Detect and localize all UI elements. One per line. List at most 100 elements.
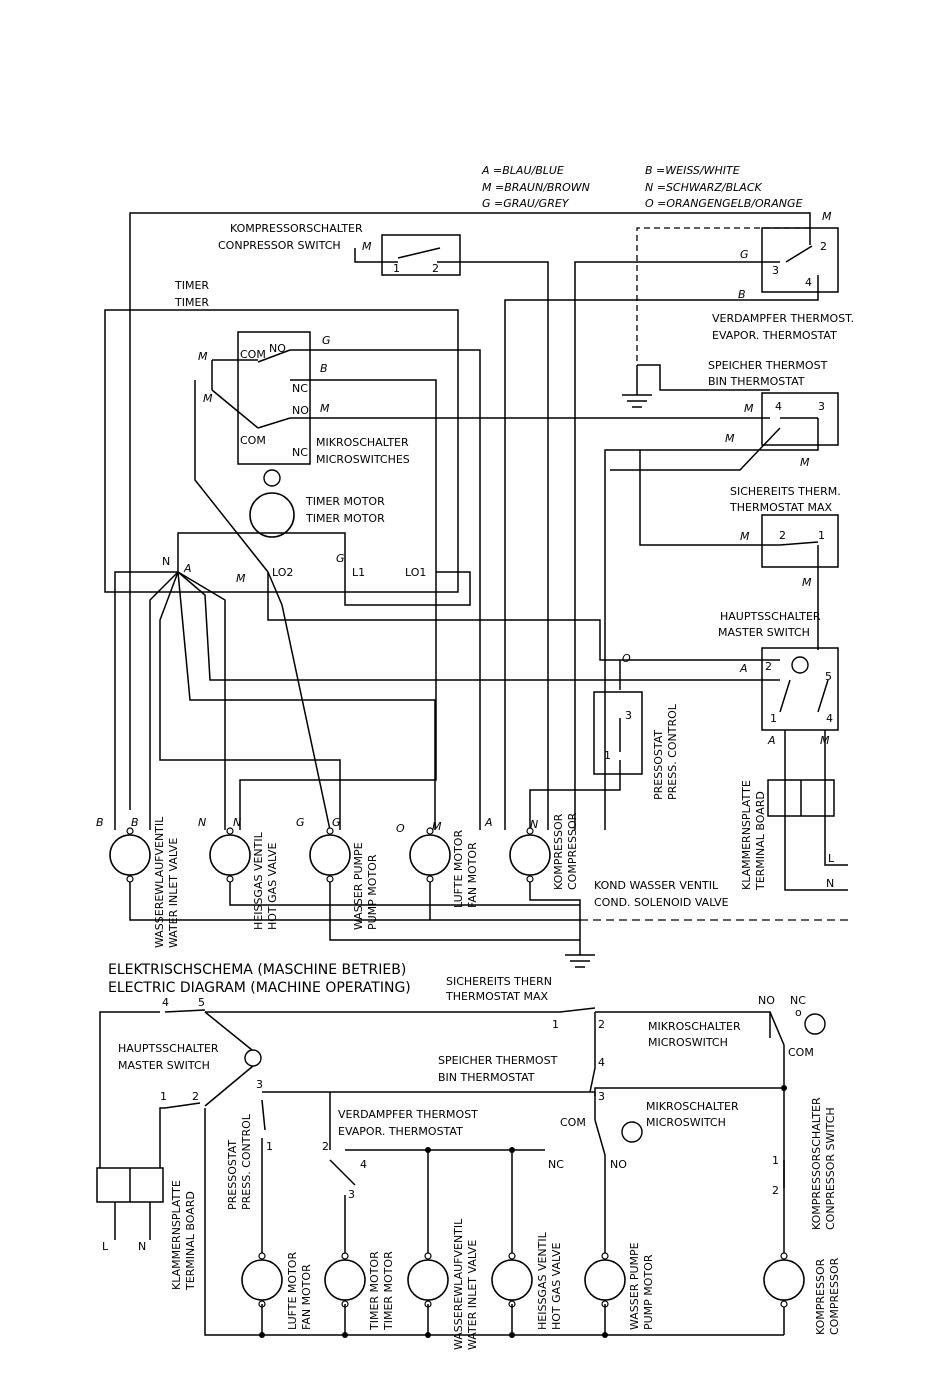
- diagram-title-en: ELECTRIC DIAGRAM (MACHINE OPERATING): [108, 980, 411, 996]
- svg-text:NC: NC: [790, 994, 806, 1007]
- svg-text:NC: NC: [292, 446, 308, 459]
- solenoid-label-en: COND. SOLENOID VALVE: [594, 896, 729, 909]
- evap-label-de: VERDAMPFER THERMOST.: [712, 312, 854, 325]
- svg-text:3: 3: [348, 1188, 355, 1201]
- b-micro2-en: MICROSWITCH: [646, 1116, 726, 1129]
- b-bin-de: SPEICHER THERMOST: [438, 1054, 558, 1067]
- timer-motor-label-de: TIMER MOTOR: [305, 495, 385, 508]
- b-fan-de: LUFTE MOTOR: [286, 1252, 299, 1330]
- svg-text:1: 1: [266, 1140, 273, 1153]
- bin-label-en: BIN THERMOSTAT: [708, 375, 805, 388]
- microswitch-label-de: MIKROSCHALTER: [316, 436, 409, 449]
- svg-text:3: 3: [818, 400, 825, 413]
- legend-g: G =GRAU/GREY: [482, 197, 570, 210]
- b-pressostat-de: PRESSOSTAT: [226, 1140, 239, 1210]
- svg-text:4: 4: [598, 1056, 605, 1069]
- bin-label-de: SPEICHER THERMOST: [708, 359, 828, 372]
- svg-text:1: 1: [604, 749, 611, 762]
- svg-text:L: L: [828, 852, 835, 865]
- svg-text:4: 4: [360, 1158, 367, 1171]
- svg-text:M: M: [744, 402, 754, 415]
- legend-m: M =BRAUN/BROWN: [482, 181, 590, 194]
- svg-text:A: A: [739, 662, 748, 675]
- b-compswitch-de: KOMPRESSORSCHALTER: [810, 1097, 823, 1230]
- svg-text:2: 2: [820, 240, 827, 253]
- comp-switch-label-en: CONPRESSOR SWITCH: [218, 239, 341, 252]
- b-micro1-en: MICROSWITCH: [648, 1036, 728, 1049]
- svg-text:5: 5: [198, 996, 205, 1009]
- svg-text:1: 1: [818, 529, 825, 542]
- svg-text:M: M: [320, 402, 330, 415]
- svg-text:M: M: [725, 432, 735, 445]
- b-pressostat-en: PRESS. CONTROL: [240, 1113, 253, 1210]
- microswitch-label-en: MICROSWITCHES: [316, 453, 410, 466]
- diagram-title-de: ELEKTRISCHSCHEMA (MASCHINE BETRIEB): [108, 962, 406, 978]
- compressor-label-en: COMPRESSOR: [566, 812, 579, 890]
- svg-text:3: 3: [256, 1078, 263, 1091]
- svg-text:B: B: [96, 816, 104, 829]
- svg-text:G: G: [322, 334, 331, 347]
- pump-label-en: PUMP MOTOR: [366, 854, 379, 930]
- svg-text:NO: NO: [269, 342, 286, 355]
- svg-text:1: 1: [393, 262, 400, 275]
- svg-text:G: G: [332, 816, 341, 829]
- svg-text:B: B: [131, 816, 139, 829]
- svg-text:LO2: LO2: [272, 566, 293, 579]
- safety-label-de: SICHEREITS THERM.: [730, 485, 841, 498]
- bottom-wiring: [96, 1007, 826, 1338]
- comp-switch-label-de: KOMPRESSORSCHALTER: [230, 222, 363, 235]
- master-label-de: HAUPTSSCHALTER: [720, 610, 821, 623]
- terminal-label-en: TERMINAL BOARD: [754, 791, 767, 891]
- svg-text:M: M: [198, 350, 208, 363]
- svg-text:L: L: [102, 1240, 109, 1253]
- color-legend: A =BLAU/BLUE M =BRAUN/BROWN G =GRAU/GREY…: [481, 164, 803, 210]
- svg-text:NO: NO: [758, 994, 775, 1007]
- svg-text:NO: NO: [292, 404, 309, 417]
- b-hotgas-de: HEISSGAS VENTIL: [536, 1231, 549, 1330]
- b-terminal-en: TERMINAL BOARD: [184, 1191, 197, 1291]
- svg-text:M: M: [203, 392, 213, 405]
- svg-text:N: N: [530, 818, 538, 831]
- b-bin-en: BIN THERMOSTAT: [438, 1071, 535, 1084]
- svg-text:B: B: [320, 362, 328, 375]
- svg-text:L1: L1: [352, 566, 365, 579]
- b-inlet-en: WATER INLET VALVE: [466, 1240, 479, 1350]
- svg-text:2: 2: [192, 1090, 199, 1103]
- fan-label-de: LUFTE MOTOR: [452, 830, 465, 908]
- svg-text:N: N: [233, 816, 241, 829]
- svg-text:2: 2: [322, 1140, 329, 1153]
- inlet-label-de: WASSEREWLAUFVENTIL: [153, 816, 166, 948]
- b-compressor-de: KOMPRESSOR: [814, 1258, 827, 1335]
- b-master-en: MASTER SWITCH: [118, 1059, 210, 1072]
- svg-text:A: A: [767, 734, 776, 747]
- svg-text:COM: COM: [560, 1116, 586, 1129]
- svg-text:G: G: [296, 816, 305, 829]
- compressor-label-de: KOMPRESSOR: [552, 813, 565, 890]
- timer-label-en: TIMER: [174, 296, 209, 309]
- svg-text:M: M: [802, 576, 812, 589]
- svg-text:3: 3: [625, 709, 632, 722]
- svg-text:COM: COM: [240, 348, 266, 361]
- svg-text:A: A: [484, 816, 493, 829]
- svg-text:O: O: [622, 652, 631, 665]
- b-evap-en: EVAPOR. THERMOSTAT: [338, 1125, 463, 1138]
- svg-text:1: 1: [772, 1154, 779, 1167]
- top-labels: KOMPRESSORSCHALTER CONPRESSOR SWITCH M 1…: [96, 210, 854, 948]
- svg-text:LO1: LO1: [405, 566, 426, 579]
- timer-motor-label-en: TIMER MOTOR: [305, 512, 385, 525]
- svg-text:B: B: [738, 288, 746, 301]
- svg-text:o: o: [795, 1006, 802, 1019]
- svg-text:N: N: [162, 555, 170, 568]
- b-micro1-de: MIKROSCHALTER: [648, 1020, 741, 1033]
- b-safety-en: THERMOSTAT MAX: [445, 990, 548, 1003]
- terminal-label-de: KLAMMERNSPLATTE: [740, 780, 753, 890]
- svg-text:1: 1: [770, 712, 777, 725]
- b-hotgas-en: HOT GAS VALVE: [550, 1243, 563, 1330]
- svg-text:4: 4: [162, 996, 169, 1009]
- b-compressor-en: COMPRESSOR: [828, 1257, 841, 1335]
- svg-text:M: M: [800, 456, 810, 469]
- svg-text:M: M: [362, 240, 372, 253]
- legend-n: N =SCHWARZ/BLACK: [645, 181, 762, 194]
- legend-o: O =ORANGENGELB/ORANGE: [645, 197, 803, 210]
- svg-text:2: 2: [765, 660, 772, 673]
